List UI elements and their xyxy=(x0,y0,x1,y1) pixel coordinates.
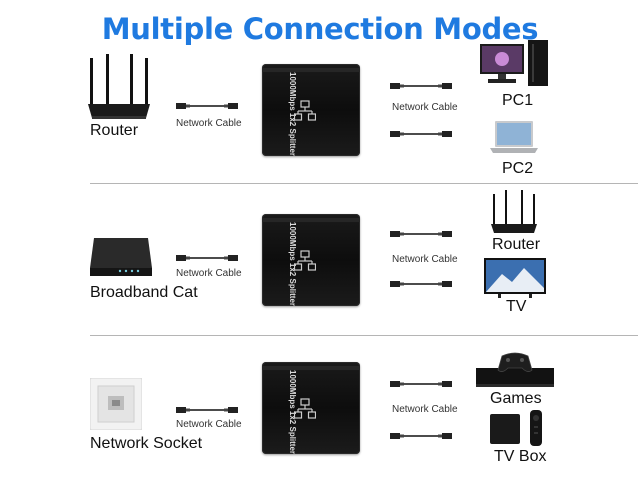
desktop-pc-icon xyxy=(480,40,548,86)
cable-label: Network Cable xyxy=(392,404,458,415)
cable-label: Network Cable xyxy=(176,419,242,430)
game-console-icon xyxy=(476,352,554,387)
laptop-icon xyxy=(490,121,538,153)
tv-icon xyxy=(484,258,546,298)
ethernet-splitter: 1000Mbps 1x2 Splitter xyxy=(262,64,360,156)
network-cable-icon xyxy=(390,281,452,287)
output-label: TV Box xyxy=(494,448,547,465)
section-router: Router Network Cable 1000Mbps 1x2 Splitt… xyxy=(0,36,640,186)
output-label: PC1 xyxy=(502,92,534,109)
ethernet-splitter: 1000Mbps 1x2 Splitter xyxy=(262,214,360,306)
network-icon xyxy=(294,100,316,121)
output-label: Router xyxy=(492,236,541,253)
section-divider xyxy=(90,335,638,336)
wifi-router-icon xyxy=(491,190,537,233)
section-broadband: Broadband Cat Network Cable 1000Mbps 1x2… xyxy=(0,186,640,336)
cable-label: Network Cable xyxy=(176,118,242,129)
section-socket: Network Socket Network Cable 1000Mbps 1x… xyxy=(0,338,640,488)
modem-icon xyxy=(90,238,152,276)
source-label: Network Socket xyxy=(90,435,203,452)
cable-label: Network Cable xyxy=(392,254,458,265)
source-label: Broadband Cat xyxy=(90,284,198,301)
output-label: TV xyxy=(506,298,527,315)
network-cable-icon xyxy=(390,381,452,387)
network-cable-icon xyxy=(390,83,452,89)
cable-label: Network Cable xyxy=(176,268,242,279)
section-divider xyxy=(90,183,638,184)
ethernet-splitter: 1000Mbps 1x2 Splitter xyxy=(262,362,360,454)
network-icon xyxy=(294,398,316,419)
network-cable-icon xyxy=(390,231,452,237)
page-title: Multiple Connection Modes xyxy=(101,12,539,46)
cable-label: Network Cable xyxy=(392,102,458,113)
network-cable-icon xyxy=(390,433,452,439)
source-label: Router xyxy=(90,122,139,139)
tv-box-icon xyxy=(490,410,542,446)
wall-socket-icon xyxy=(90,378,142,430)
output-label: Games xyxy=(490,390,542,407)
network-cable-icon xyxy=(176,103,238,109)
wifi-router-icon xyxy=(88,54,150,119)
network-cable-icon xyxy=(176,255,238,261)
network-cable-icon xyxy=(176,407,238,413)
network-icon xyxy=(294,250,316,271)
output-label: PC2 xyxy=(502,160,534,177)
network-cable-icon xyxy=(390,131,452,137)
